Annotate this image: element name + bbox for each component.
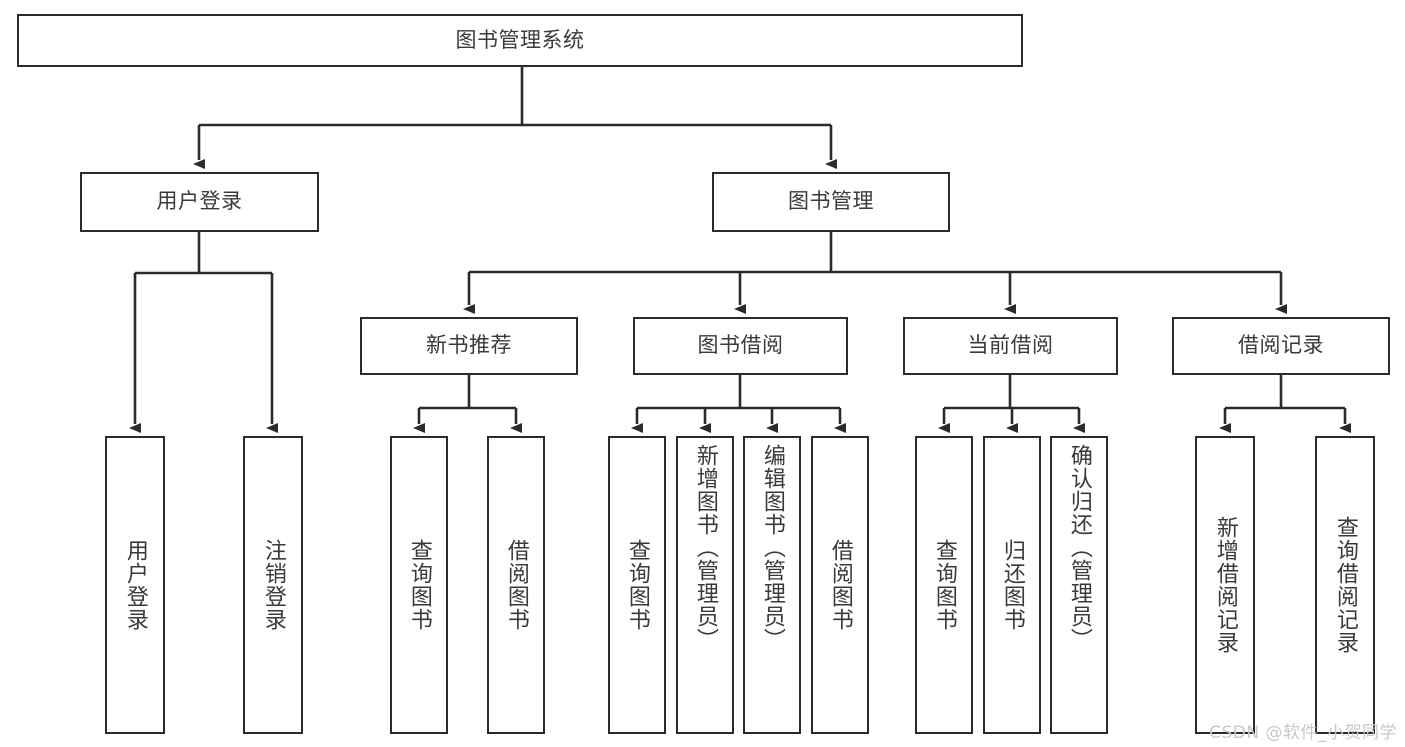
node-user-login-label: 用户登录 <box>156 189 243 214</box>
node-leaf-logout[interactable]: 注销登录 <box>243 436 303 734</box>
node-leaf-edit-book-admin[interactable]: 编辑图书（管理员） <box>743 436 801 734</box>
node-leaf-add-book-admin[interactable]: 新增图书（管理员） <box>676 436 734 734</box>
node-book-borrow-label: 图书借阅 <box>697 333 784 358</box>
node-leaf-query-book-current[interactable]: 查询图书 <box>915 436 973 734</box>
node-leaf-query-book-current-label: 查询图书 <box>931 539 957 631</box>
node-current-borrow[interactable]: 当前借阅 <box>903 317 1118 375</box>
node-leaf-query-borrow-record[interactable]: 查询借阅记录 <box>1315 436 1375 734</box>
node-leaf-confirm-return-admin-label: 确认归还（管理员） <box>1066 444 1092 651</box>
node-leaf-add-book-admin-label: 新增图书（管理员） <box>692 444 718 651</box>
node-new-book-recommend-label: 新书推荐 <box>426 333 512 358</box>
node-leaf-borrow-book-new[interactable]: 借阅图书 <box>487 436 545 734</box>
node-borrow-record[interactable]: 借阅记录 <box>1172 317 1390 375</box>
node-user-login[interactable]: 用户登录 <box>80 172 319 232</box>
node-root-label: 图书管理系统 <box>455 27 585 52</box>
node-leaf-borrow-book[interactable]: 借阅图书 <box>811 436 869 734</box>
node-leaf-query-book-borrow-label: 查询图书 <box>624 539 650 631</box>
node-leaf-user-login[interactable]: 用户登录 <box>105 436 165 734</box>
node-leaf-return-book[interactable]: 归还图书 <box>983 436 1041 734</box>
node-leaf-query-book-borrow[interactable]: 查询图书 <box>608 436 666 734</box>
node-leaf-query-book-new-label: 查询图书 <box>406 539 432 631</box>
node-leaf-add-borrow-record[interactable]: 新增借阅记录 <box>1195 436 1255 734</box>
node-borrow-record-label: 借阅记录 <box>1238 333 1324 358</box>
node-leaf-return-book-label: 归还图书 <box>999 539 1025 631</box>
node-new-book-recommend[interactable]: 新书推荐 <box>360 317 578 375</box>
node-root[interactable]: 图书管理系统 <box>17 14 1023 67</box>
node-leaf-borrow-book-label: 借阅图书 <box>827 539 853 631</box>
node-leaf-edit-book-admin-label: 编辑图书（管理员） <box>759 444 785 651</box>
node-leaf-query-borrow-record-label: 查询借阅记录 <box>1332 516 1358 654</box>
node-leaf-add-borrow-record-label: 新增借阅记录 <box>1212 516 1238 654</box>
node-book-borrow[interactable]: 图书借阅 <box>633 317 848 375</box>
node-leaf-confirm-return-admin[interactable]: 确认归还（管理员） <box>1050 436 1108 734</box>
node-leaf-logout-label: 注销登录 <box>260 539 286 631</box>
node-book-management[interactable]: 图书管理 <box>712 172 950 232</box>
node-leaf-query-book-new[interactable]: 查询图书 <box>390 436 448 734</box>
node-book-management-label: 图书管理 <box>788 189 874 214</box>
node-leaf-borrow-book-new-label: 借阅图书 <box>503 539 529 631</box>
node-leaf-user-login-label: 用户登录 <box>122 539 148 631</box>
node-current-borrow-label: 当前借阅 <box>967 333 1054 358</box>
